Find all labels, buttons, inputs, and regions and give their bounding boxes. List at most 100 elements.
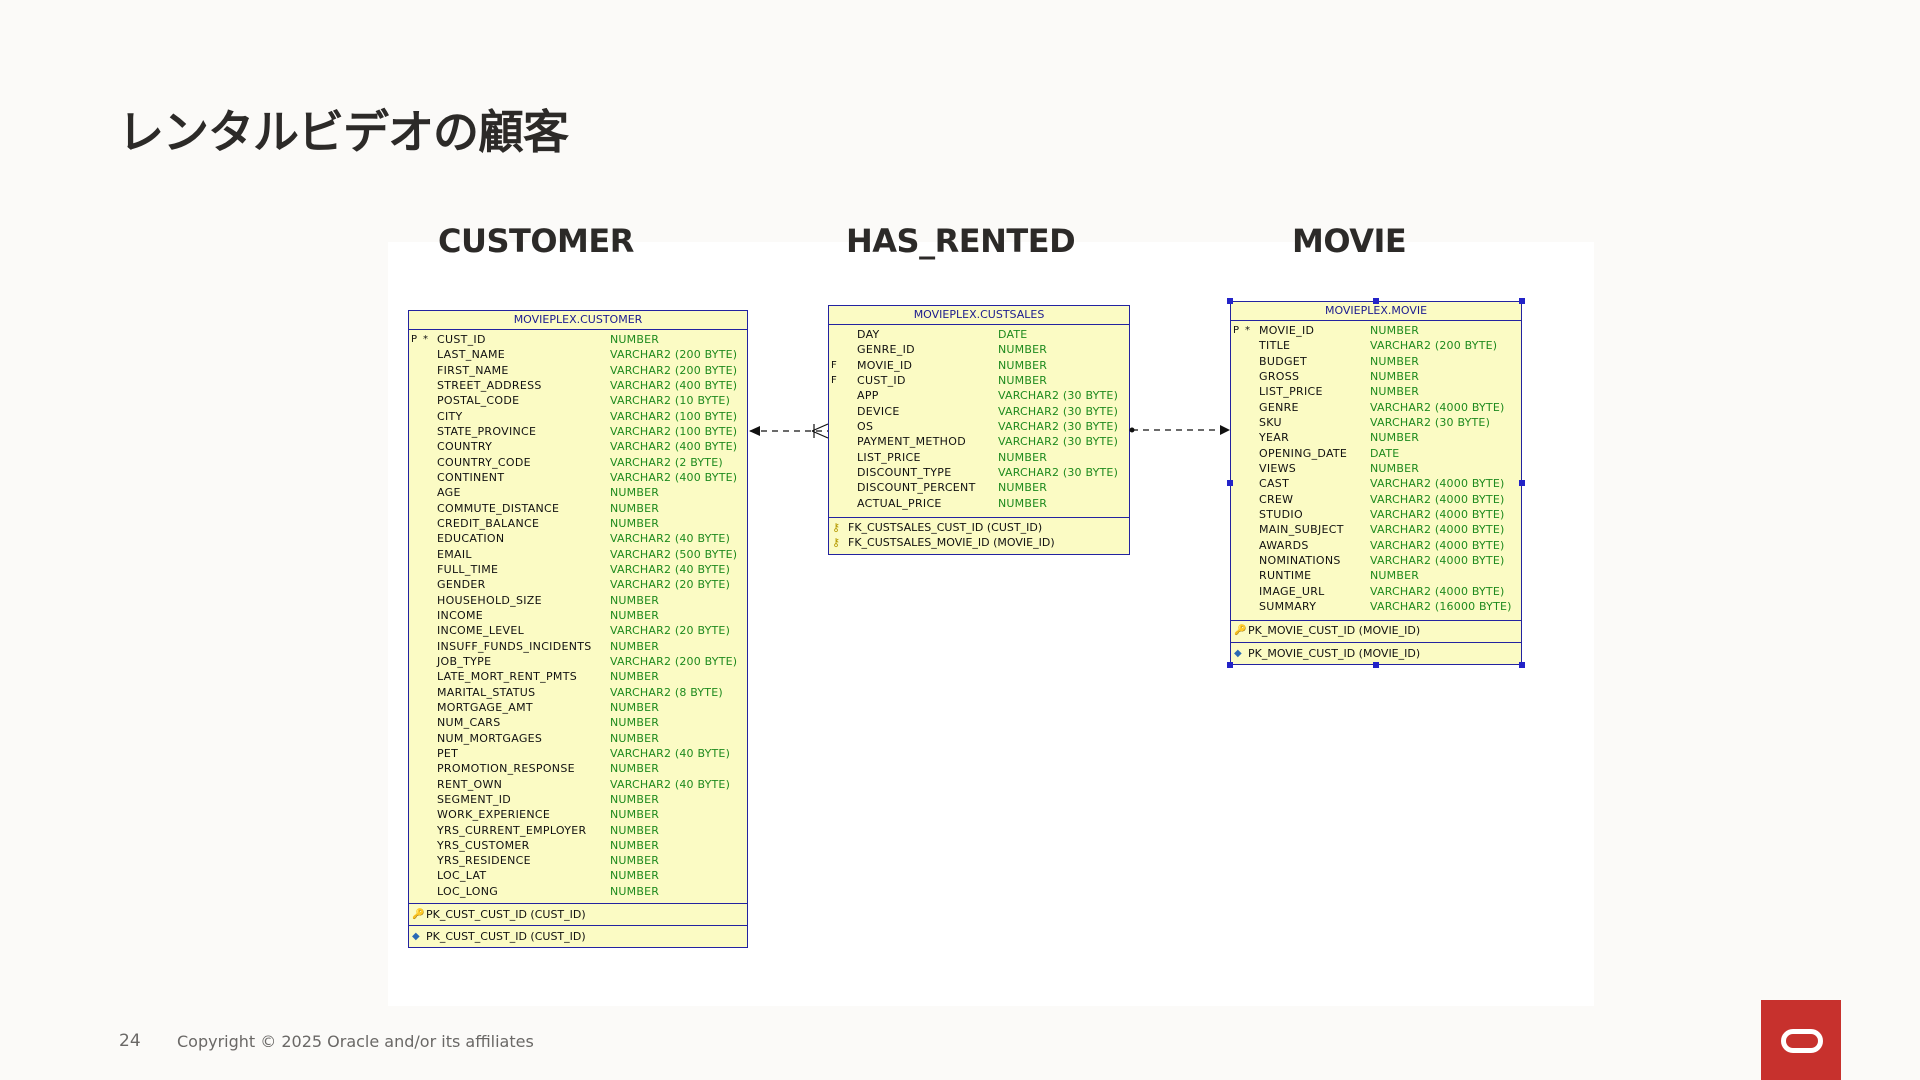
column-type: VARCHAR2 (400 BYTE) bbox=[610, 440, 738, 454]
column-type: NUMBER bbox=[610, 639, 660, 653]
column-key-flag: P bbox=[1233, 325, 1240, 336]
column-type: VARCHAR2 (40 BYTE) bbox=[610, 532, 731, 546]
resize-handle[interactable] bbox=[1519, 298, 1525, 304]
custsales-fk-cust-label: FK_CUSTSALES_CUST_ID (CUST_ID) bbox=[848, 521, 1043, 534]
column-type: VARCHAR2 (100 BYTE) bbox=[610, 424, 738, 438]
customer-pk-key: 🔑 PK_CUST_CUST_ID (CUST_ID) bbox=[409, 907, 747, 922]
column-type: VARCHAR2 (200 BYTE) bbox=[610, 348, 738, 362]
column-name: PAYMENT_METHOD bbox=[857, 435, 966, 449]
column-type: NUMBER bbox=[610, 792, 660, 806]
column-name: GENRE_ID bbox=[857, 343, 915, 357]
column-type: VARCHAR2 (400 BYTE) bbox=[610, 378, 738, 392]
column-type: VARCHAR2 (200 BYTE) bbox=[610, 363, 738, 377]
resize-handle[interactable] bbox=[1227, 298, 1233, 304]
key-icon: 🔑 bbox=[412, 909, 425, 920]
column-type: DATE bbox=[998, 328, 1028, 341]
column-key-flag: F bbox=[831, 359, 837, 371]
page-number: 24 bbox=[119, 1031, 141, 1051]
column-name: LIST_PRICE bbox=[857, 450, 921, 464]
resize-handle[interactable] bbox=[1519, 480, 1525, 486]
movie-index-label: PK_MOVIE_CUST_ID (MOVIE_ID) bbox=[1248, 647, 1421, 660]
column-type: NUMBER bbox=[1370, 431, 1420, 445]
column-name: CAST bbox=[1259, 477, 1290, 491]
column-name: CONTINENT bbox=[437, 470, 505, 484]
column-name: MORTGAGE_AMT bbox=[437, 700, 533, 714]
column-type: NUMBER bbox=[1370, 354, 1420, 368]
column-name: CUST_ID bbox=[857, 373, 906, 387]
column-name: DAY bbox=[857, 328, 880, 341]
column-name: NUM_CARS bbox=[437, 716, 501, 730]
column-type: NUMBER bbox=[1370, 369, 1420, 383]
column-row: LAST_NAME VARCHAR2 (200 BYTE) bbox=[409, 347, 747, 362]
column-type: NUMBER bbox=[610, 823, 660, 837]
resize-handle[interactable] bbox=[1227, 662, 1233, 668]
column-name: STATE_PROVINCE bbox=[437, 424, 537, 438]
column-type: VARCHAR2 (4000 BYTE) bbox=[1370, 400, 1505, 414]
column-type: NUMBER bbox=[610, 516, 660, 530]
resize-handle[interactable] bbox=[1227, 480, 1233, 486]
column-type: NUMBER bbox=[998, 481, 1048, 495]
column-type: NUMBER bbox=[998, 373, 1048, 387]
column-name: STUDIO bbox=[1259, 507, 1303, 521]
column-type: VARCHAR2 (4000 BYTE) bbox=[1370, 538, 1505, 552]
column-name: NOMINATIONS bbox=[1259, 553, 1341, 567]
column-name: MOVIE_ID bbox=[1259, 324, 1315, 337]
column-name: INCOME bbox=[437, 608, 484, 622]
column-type: NUMBER bbox=[1370, 324, 1420, 337]
column-type: VARCHAR2 (4000 BYTE) bbox=[1370, 507, 1505, 521]
column-name: MAIN_SUBJECT bbox=[1259, 523, 1344, 537]
column-name: LAST_NAME bbox=[437, 348, 506, 362]
column-type: VARCHAR2 (30 BYTE) bbox=[998, 404, 1119, 418]
relation-customer-custsales[interactable] bbox=[749, 423, 829, 439]
column-name: ACTUAL_PRICE bbox=[857, 496, 942, 510]
column-name: JOB_TYPE bbox=[437, 654, 492, 668]
column-type: NUMBER bbox=[610, 716, 660, 730]
column-name: COUNTRY bbox=[437, 440, 493, 454]
column-name: IMAGE_URL bbox=[1259, 584, 1325, 598]
column-row: ACTUAL_PRICE NUMBER bbox=[829, 496, 1129, 511]
column-name: HOUSEHOLD_SIZE bbox=[437, 593, 542, 607]
column-name: APP bbox=[857, 389, 879, 403]
column-name: YRS_RESIDENCE bbox=[437, 854, 531, 868]
column-type: VARCHAR2 (16000 BYTE) bbox=[1370, 599, 1512, 613]
resize-handle[interactable] bbox=[1373, 298, 1379, 304]
column-type: NUMBER bbox=[998, 496, 1048, 510]
column-type: NUMBER bbox=[610, 333, 660, 346]
column-name: GENDER bbox=[437, 578, 486, 592]
resize-handle[interactable] bbox=[1373, 662, 1379, 668]
column-type: VARCHAR2 (30 BYTE) bbox=[1370, 415, 1491, 429]
resize-handle[interactable] bbox=[1519, 662, 1525, 668]
relation-custsales-movie[interactable] bbox=[1129, 425, 1231, 435]
column-type: VARCHAR2 (40 BYTE) bbox=[610, 777, 731, 791]
column-name: RENT_OWN bbox=[437, 777, 503, 791]
column-name: MARITAL_STATUS bbox=[437, 685, 536, 699]
column-key-flag: P bbox=[411, 334, 418, 345]
